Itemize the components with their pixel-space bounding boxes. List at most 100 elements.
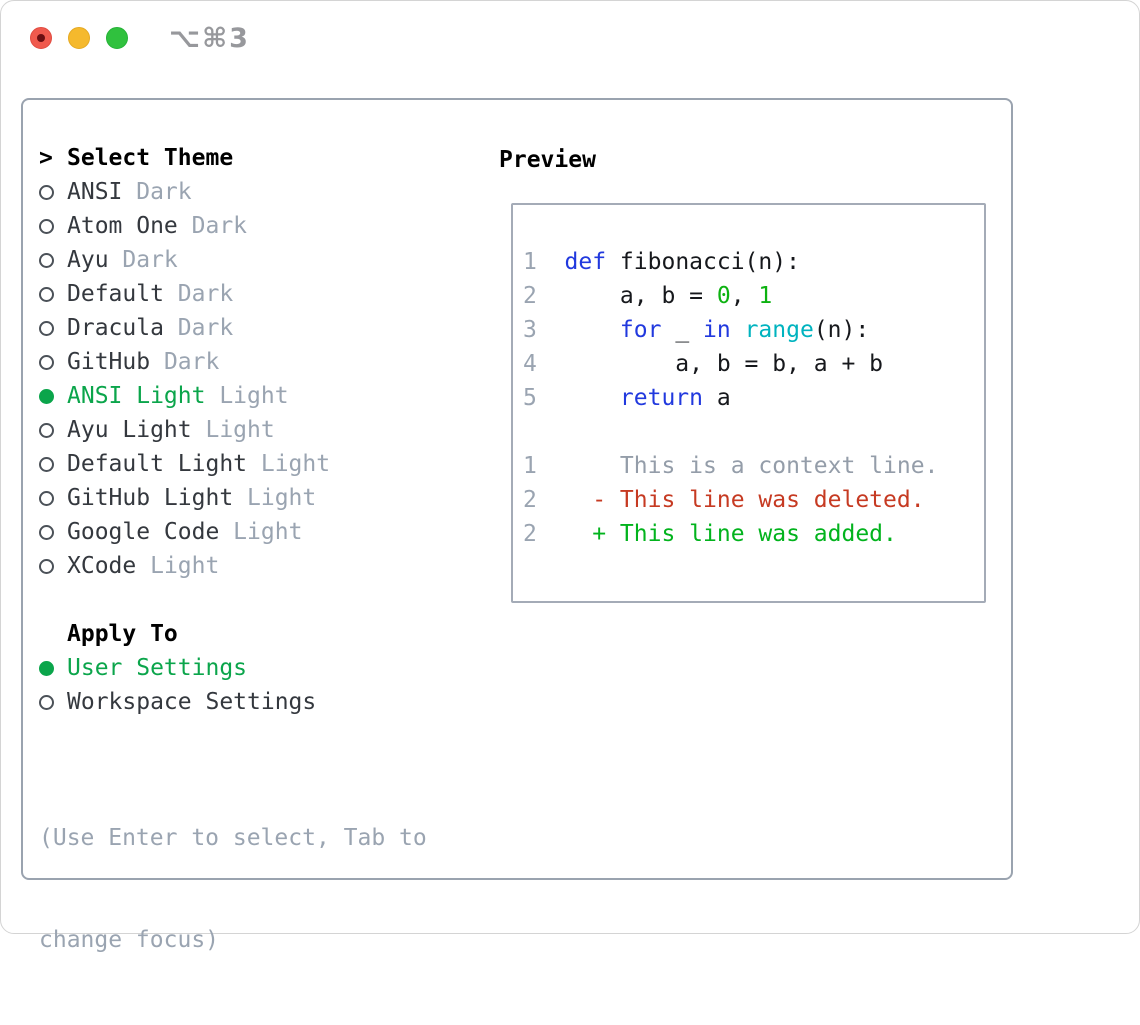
code-token-num: 1 — [758, 283, 773, 309]
theme-variant-label: Dark — [150, 349, 220, 375]
apply-option-workspace-settings[interactable]: Workspace Settings — [39, 685, 427, 719]
line-number: 2 — [523, 283, 537, 309]
focus-caret-icon: > — [39, 145, 53, 171]
radio-marker — [39, 456, 67, 472]
radio-marker — [39, 694, 67, 710]
code-token-fg — [731, 317, 745, 343]
radio-unselected-icon — [39, 694, 54, 710]
minimize-button[interactable] — [68, 27, 90, 49]
diff-line: 2 - This line was deleted. — [523, 483, 984, 517]
code-token-num: 0 — [716, 283, 731, 309]
apply-option-user-settings[interactable]: User Settings — [39, 651, 427, 685]
radio-unselected-icon — [39, 524, 54, 540]
option-label: GitHub Light — [67, 485, 234, 511]
code-line: 3 for _ in range(n): — [523, 313, 984, 347]
theme-variant-label: Light — [219, 519, 303, 545]
code-token-fg — [565, 385, 620, 411]
code-line: 2 a, b = 0, 1 — [523, 279, 984, 313]
radio-marker — [39, 184, 67, 200]
help-line: (Use Enter to select, Tab to — [39, 825, 427, 851]
theme-option-github[interactable]: GitHub Dark — [39, 345, 427, 379]
code-token-kw: for — [619, 317, 662, 343]
radio-marker — [39, 660, 67, 676]
radio-marker — [39, 218, 67, 234]
code-token-fg: a — [703, 385, 731, 411]
option-label: User Settings — [67, 655, 248, 681]
preview-title: Preview — [499, 147, 596, 173]
theme-option-ansi-light[interactable]: ANSI Light Light — [39, 379, 427, 413]
close-button[interactable] — [30, 27, 52, 49]
zoom-button[interactable] — [106, 27, 128, 49]
option-label: Workspace Settings — [67, 689, 317, 715]
radio-unselected-icon — [39, 252, 54, 268]
option-label: Dracula — [67, 315, 164, 341]
code-token-kw: in — [703, 317, 731, 343]
radio-unselected-icon — [39, 184, 54, 200]
radio-selected-icon — [39, 388, 54, 404]
theme-option-google-code[interactable]: Google Code Light — [39, 515, 427, 549]
theme-option-ayu[interactable]: Ayu Dark — [39, 243, 427, 277]
radio-marker — [39, 524, 67, 540]
theme-option-github-light[interactable]: GitHub Light Light — [39, 481, 427, 515]
line-number: 1 — [523, 453, 537, 479]
radio-unselected-icon — [39, 558, 54, 574]
diff-line: 2 + This line was added. — [523, 517, 984, 551]
option-label: ANSI — [67, 179, 123, 205]
select-theme-header: > Select Theme — [39, 141, 427, 175]
line-number: 3 — [523, 317, 537, 343]
radio-marker — [39, 388, 67, 404]
code-token-add: + This line was added. — [564, 521, 897, 547]
theme-variant-label: Light — [247, 451, 331, 477]
radio-marker — [39, 286, 67, 302]
theme-variant-label: Light — [205, 383, 289, 409]
theme-variant-label: Dark — [177, 213, 248, 239]
code-token-fg: , — [730, 283, 759, 309]
radio-marker — [39, 490, 67, 506]
theme-variant-label: Dark — [122, 179, 192, 205]
theme-option-xcode[interactable]: XCode Light — [39, 549, 427, 583]
option-label: Ayu — [67, 247, 109, 273]
line-number: 5 — [523, 385, 537, 411]
theme-option-ansi[interactable]: ANSI Dark — [39, 175, 427, 209]
spacer-row — [39, 719, 427, 753]
theme-variant-label: Dark — [108, 247, 178, 273]
preview-gap — [523, 415, 984, 449]
theme-option-default-light[interactable]: Default Light Light — [39, 447, 427, 481]
code-token-fg — [565, 317, 620, 343]
code-token-builtin: range — [744, 317, 814, 343]
radio-unselected-icon — [39, 422, 54, 438]
apply-to-label: Apply To — [67, 621, 178, 647]
radio-unselected-icon — [39, 490, 54, 506]
line-number: 4 — [523, 351, 537, 377]
theme-variant-label: Light — [233, 485, 317, 511]
select-theme-label: Select Theme — [67, 145, 234, 171]
code-token-del: - This line was deleted. — [564, 487, 925, 513]
code-line: 4 a, b = b, a + b — [523, 347, 984, 381]
radio-unselected-icon — [39, 354, 54, 370]
theme-option-ayu-light[interactable]: Ayu Light Light — [39, 413, 427, 447]
line-number: 2 — [523, 487, 537, 513]
radio-marker — [39, 558, 67, 574]
radio-unselected-icon — [39, 456, 54, 472]
option-label: GitHub — [67, 349, 151, 375]
diff-preview: 1 This is a context line.2 - This line w… — [523, 449, 984, 551]
theme-option-atom-one[interactable]: Atom One Dark — [39, 209, 427, 243]
code-token-kw: def — [564, 249, 607, 275]
theme-option-dracula[interactable]: Dracula Dark — [39, 311, 427, 345]
help-text: (Use Enter to select, Tab to change focu… — [39, 753, 427, 1025]
theme-option-default[interactable]: Default Dark — [39, 277, 427, 311]
help-line: change focus) — [39, 927, 220, 953]
radio-unselected-icon — [39, 286, 54, 302]
theme-variant-label: Light — [191, 417, 275, 443]
theme-variant-label: Dark — [163, 315, 234, 341]
option-label: Atom One — [67, 213, 178, 239]
option-label: Google Code — [67, 519, 220, 545]
theme-variant-label: Light — [136, 553, 220, 579]
option-label: Ayu Light — [67, 417, 192, 443]
